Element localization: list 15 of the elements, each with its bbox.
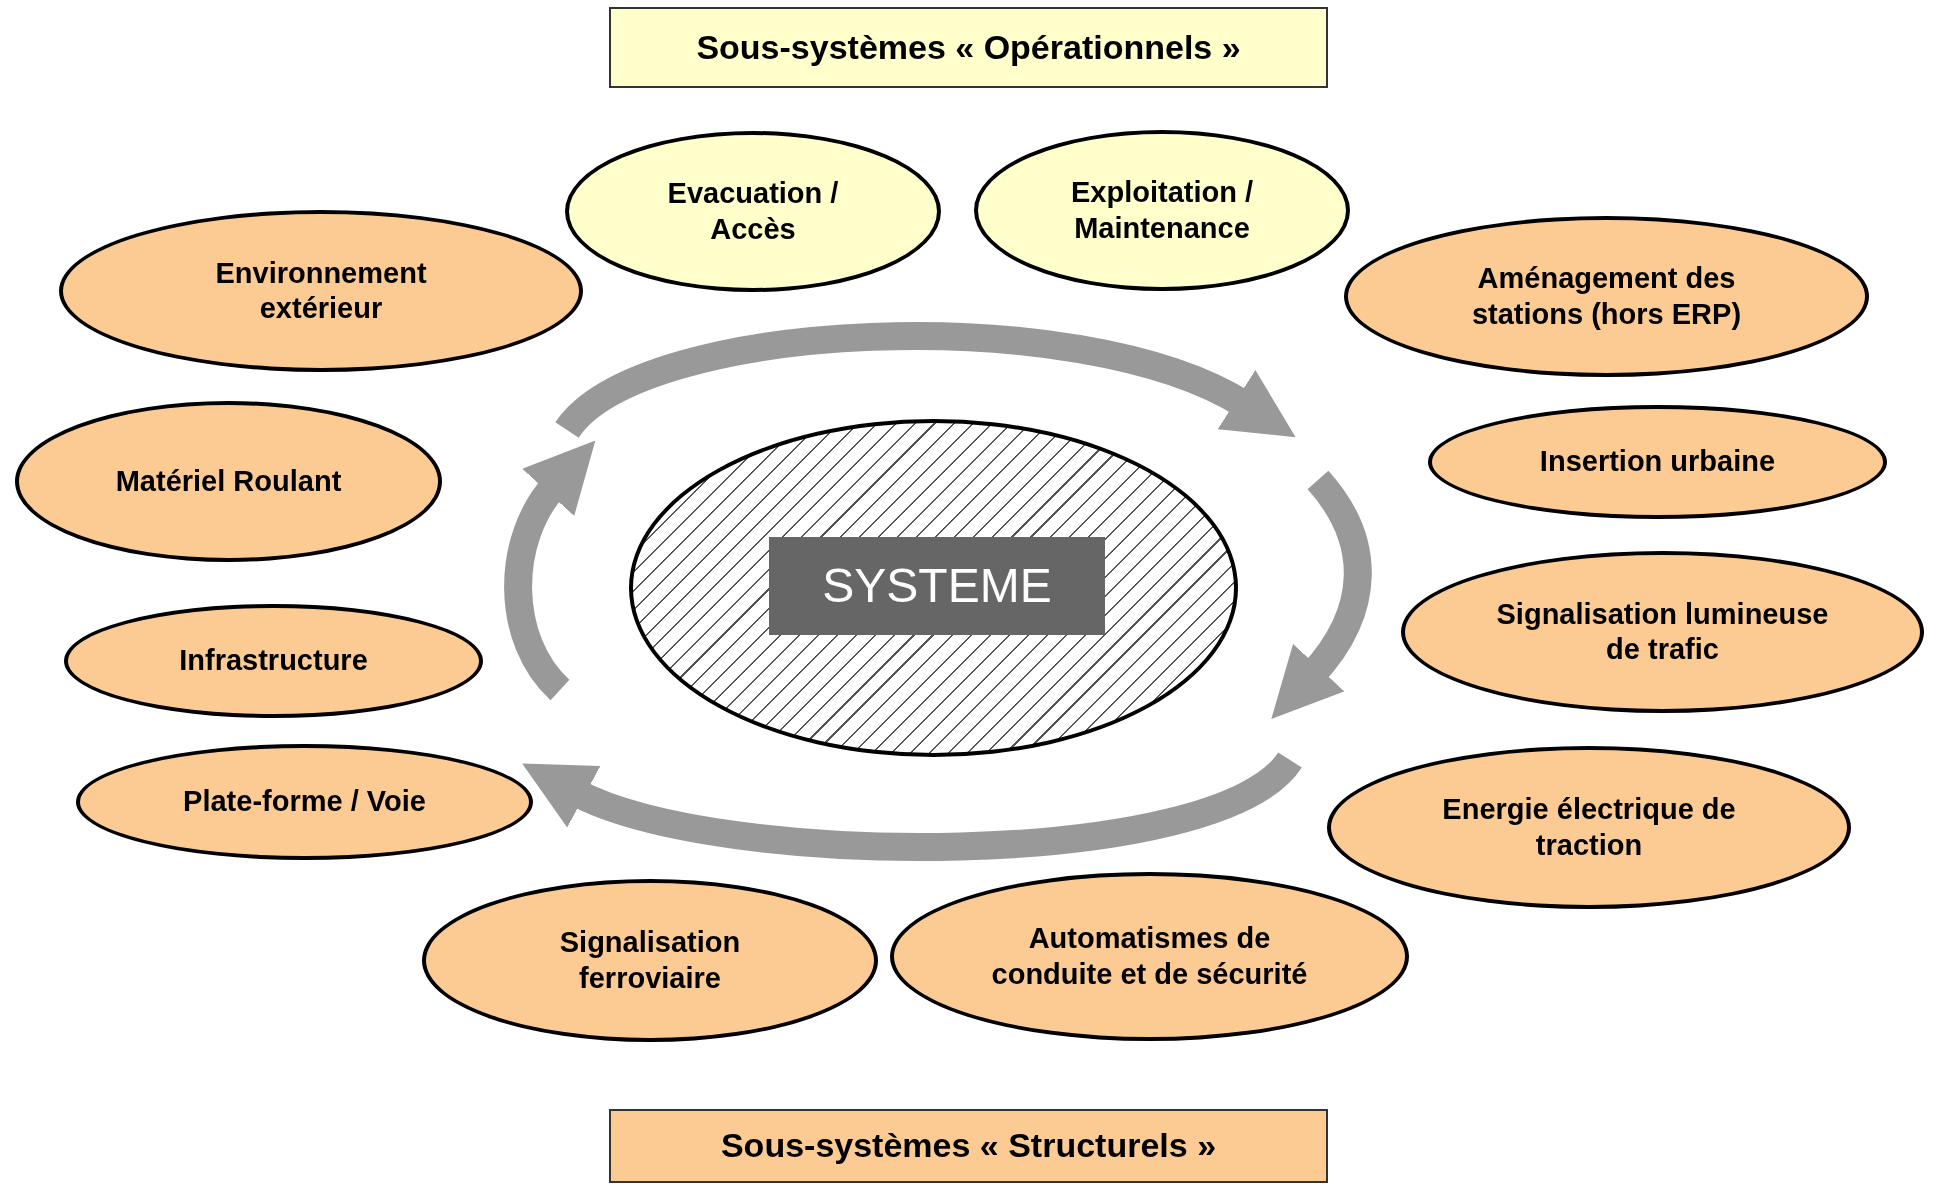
- heading-box: Sous-systèmes « Structurels »: [609, 1109, 1328, 1183]
- ellipse-node: Aménagement des stations (hors ERP): [1344, 216, 1869, 377]
- label-box: SYSTEME: [769, 537, 1105, 635]
- ellipse-node: Environnement extérieur: [59, 210, 583, 372]
- ellipse-node: Plate-forme / Voie: [76, 744, 533, 860]
- ellipse-node: Insertion urbaine: [1428, 405, 1887, 519]
- ellipse-node: Evacuation / Accès: [565, 131, 941, 292]
- ellipse-node: Energie électrique de traction: [1327, 746, 1851, 909]
- ellipse-node: Automatismes de conduite et de sécurité: [890, 872, 1409, 1041]
- ellipse-node: Signalisation lumineuse de trafic: [1401, 551, 1924, 713]
- ellipse-node: Exploitation / Maintenance: [974, 130, 1350, 291]
- heading-box: Sous-systèmes « Opérationnels »: [609, 7, 1328, 88]
- ellipse-node: Matériel Roulant: [15, 401, 442, 562]
- ellipse-node: Signalisation ferroviaire: [422, 879, 878, 1042]
- ellipse-node: Infrastructure: [64, 604, 483, 718]
